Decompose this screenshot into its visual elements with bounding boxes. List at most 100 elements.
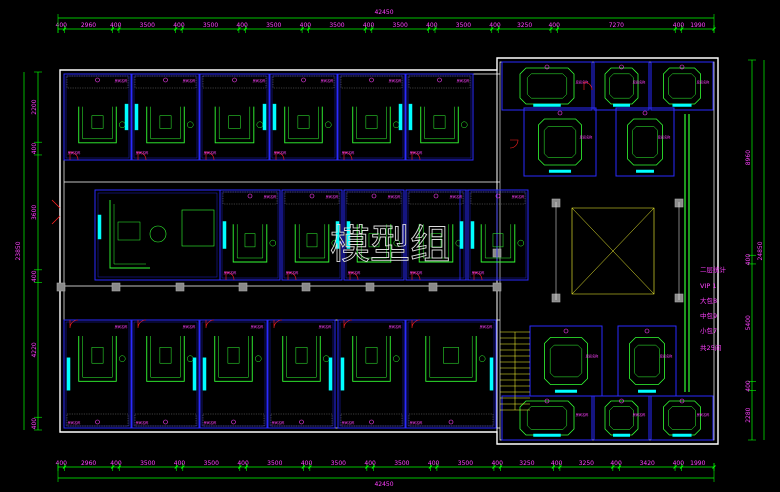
room-name-tag: 房间名称 bbox=[115, 324, 129, 329]
bottom-dimension-label: 400 bbox=[56, 460, 68, 467]
ceiling-lamp bbox=[433, 193, 439, 199]
legend-line-total: 共25间 bbox=[700, 343, 721, 352]
coffee-table bbox=[365, 115, 378, 129]
bottom-dimension-tick-slash bbox=[558, 465, 562, 469]
washroom-hatch bbox=[408, 75, 471, 89]
room-partition bbox=[281, 189, 343, 281]
sofa bbox=[352, 106, 391, 144]
coffee-table bbox=[159, 347, 172, 364]
room-name-tag: 房间名称 bbox=[389, 324, 403, 329]
tv-screen bbox=[262, 103, 267, 131]
legend-line-small: 小包7 bbox=[700, 326, 717, 335]
room-partition bbox=[219, 189, 281, 281]
left-dimension-total: 23850 bbox=[15, 241, 22, 260]
room-partition-inner bbox=[339, 321, 404, 427]
vip-sofa bbox=[109, 200, 150, 269]
top-dimension-label: 400 bbox=[363, 22, 375, 29]
ceiling-lamp bbox=[95, 419, 100, 425]
octagon-sofa-seat bbox=[543, 126, 577, 158]
room-door bbox=[275, 151, 285, 161]
bottom-dimension-label: 400 bbox=[551, 460, 563, 467]
room-name-tag: 房间名称 bbox=[633, 80, 647, 85]
room-partition-inner bbox=[339, 75, 404, 159]
top-dimension-label: 400 bbox=[673, 22, 685, 29]
sofa bbox=[232, 224, 268, 263]
bottom-dimension-tick-slash bbox=[435, 465, 439, 469]
sofa-seat bbox=[356, 336, 387, 378]
column bbox=[175, 282, 185, 292]
vip-suite bbox=[617, 325, 677, 397]
sofa-seat bbox=[286, 336, 317, 378]
room-name-tag: 房间名称 bbox=[697, 412, 711, 417]
octagon-sofa bbox=[519, 400, 575, 436]
tv-screen bbox=[459, 221, 464, 249]
room-partition bbox=[337, 73, 406, 161]
room-name-tag: 房间名称 bbox=[274, 150, 288, 155]
washroom-hatch bbox=[272, 75, 335, 89]
bottom-dimension-label: 400 bbox=[301, 460, 313, 467]
washroom-hatch bbox=[408, 191, 464, 205]
stool bbox=[461, 121, 468, 128]
room-name-tag: 房间名称 bbox=[319, 324, 333, 329]
top-dimension-tick-slash bbox=[673, 27, 678, 31]
washroom-hatch bbox=[270, 413, 333, 427]
coffee-table bbox=[443, 347, 459, 364]
stool bbox=[255, 355, 262, 362]
void-diagonal bbox=[571, 207, 655, 295]
column bbox=[301, 282, 311, 292]
column bbox=[365, 282, 375, 292]
bottom-dimension-tick-slash bbox=[371, 465, 376, 469]
room-name-tag: 房间名称 bbox=[136, 420, 150, 425]
top-dimension-label: 1990 bbox=[690, 22, 705, 29]
top-dimension-tick-slash bbox=[62, 27, 67, 31]
tv-screen bbox=[672, 433, 692, 437]
room-door bbox=[349, 271, 359, 281]
ceiling-lamp bbox=[679, 398, 685, 404]
sofa bbox=[78, 106, 117, 144]
room-door bbox=[69, 151, 79, 161]
bottom-dimension-tick-slash bbox=[117, 465, 122, 469]
room-name-tag: 房间名称 bbox=[264, 194, 278, 199]
sofa-seat bbox=[218, 336, 249, 378]
room-door bbox=[583, 81, 593, 91]
room-name-tag: 房间名称 bbox=[136, 150, 150, 155]
bottom-dimension-tick-slash bbox=[679, 465, 684, 469]
legend-line-vip: VIP 1 bbox=[700, 282, 717, 290]
room-name-tag: 房间名称 bbox=[410, 420, 424, 425]
top-dimension-tick-slash bbox=[237, 27, 241, 31]
washroom-hatch bbox=[284, 191, 340, 205]
sofa bbox=[356, 224, 392, 263]
vip-suite bbox=[529, 325, 603, 397]
stairs-and-atrium bbox=[500, 202, 680, 411]
room-door bbox=[411, 151, 421, 161]
ceiling-lamp bbox=[448, 419, 454, 425]
room-partition-inner bbox=[65, 321, 130, 427]
room-name-tag: 房间名称 bbox=[580, 135, 594, 140]
ceiling-lamp bbox=[563, 328, 569, 334]
sofa bbox=[425, 336, 477, 382]
bottom-dimension-label: 400 bbox=[491, 460, 503, 467]
octagon-sofa-seat bbox=[633, 344, 661, 378]
stool bbox=[256, 121, 264, 128]
left-dimension-label: 400 bbox=[31, 270, 38, 282]
watermark: 模型组 bbox=[330, 222, 450, 268]
sofa-seat bbox=[218, 106, 251, 140]
top-dimension-label: 400 bbox=[426, 22, 438, 29]
vip-suite bbox=[523, 107, 597, 177]
ceiling-lamp bbox=[644, 328, 650, 334]
bottom-dimension-label: 3500 bbox=[140, 460, 155, 467]
washroom-hatch bbox=[202, 413, 265, 427]
room-name-tag: 房间名称 bbox=[472, 270, 486, 275]
right-wing: 房间名称房间名称房间名称房间名称房间名称房间名称房间名称房间名称房间名称房间名称 bbox=[501, 61, 714, 441]
left-dimension-label: 400 bbox=[31, 143, 38, 155]
stool bbox=[393, 121, 400, 128]
vip-suite bbox=[593, 395, 650, 441]
top-dimension-label: 2960 bbox=[81, 22, 96, 29]
room-partition-inner bbox=[407, 321, 495, 427]
